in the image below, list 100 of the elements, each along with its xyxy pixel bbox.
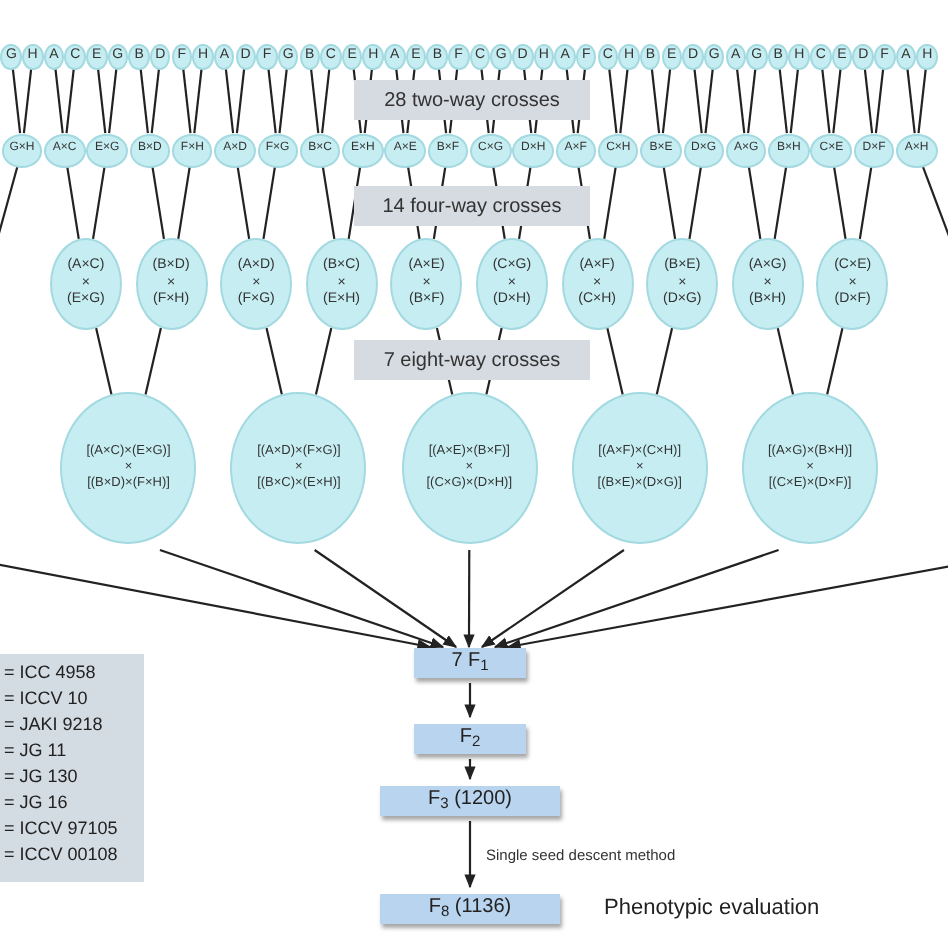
cross-circle — [44, 133, 86, 167]
connector-line — [314, 327, 333, 395]
legend-text: = ICCV 10 — [4, 686, 88, 712]
parent-circle — [362, 43, 384, 69]
parent-circle — [384, 43, 406, 69]
cross-circle — [427, 133, 469, 167]
connector-line — [96, 68, 107, 134]
parent-circle — [597, 43, 619, 69]
connector-line — [54, 68, 64, 134]
parent-circle — [916, 43, 938, 69]
legend-text: = ICCV 00108 — [4, 842, 118, 868]
parent-circle — [767, 43, 789, 69]
legend-panel — [0, 654, 144, 882]
arrow — [464, 759, 476, 781]
connector-line — [278, 68, 288, 134]
connector-line — [655, 327, 674, 395]
connector-line — [688, 166, 702, 240]
cross-oval — [135, 238, 208, 330]
generation-box — [380, 785, 560, 815]
cross-oval — [561, 238, 634, 330]
parent-circle — [64, 43, 86, 69]
cross-circle — [86, 133, 128, 167]
connector-line — [235, 68, 246, 134]
parent-circle — [192, 43, 214, 69]
connector-line — [265, 327, 283, 395]
arrow — [506, 564, 948, 651]
connector-line — [863, 68, 874, 134]
arrow — [464, 683, 476, 719]
node-label: F$_{8}$ (1136) — [428, 895, 512, 921]
parent-circle — [107, 43, 129, 69]
parent-circle — [171, 43, 193, 69]
parent-circle — [639, 43, 661, 69]
parent-circle — [852, 43, 874, 69]
parent-circle — [874, 43, 896, 69]
cross-circle — [725, 133, 767, 167]
connector-line — [65, 68, 75, 134]
cross-oval — [305, 238, 378, 330]
legend-text: = ICC 4958 — [4, 660, 96, 686]
connector-line — [832, 68, 842, 134]
cross-oval — [646, 238, 719, 330]
cross-oval — [49, 238, 122, 330]
generation-box — [414, 647, 526, 677]
legend-text: = JG 11 — [4, 738, 67, 764]
parent-circle — [725, 43, 747, 69]
cross-circle — [257, 133, 299, 167]
cross-circle — [299, 133, 341, 167]
parent-circle — [512, 43, 534, 69]
connector-line — [321, 68, 331, 134]
parent-circle — [128, 43, 150, 69]
connector-line — [66, 166, 80, 240]
connector-line — [789, 68, 800, 134]
arrow — [0, 562, 432, 651]
parent-circle — [810, 43, 832, 69]
cross-circle — [214, 133, 256, 167]
connector-line — [151, 166, 165, 240]
parent-circle — [299, 43, 321, 69]
connector-line — [321, 166, 336, 240]
arrow — [464, 821, 476, 889]
parent-circle — [405, 43, 427, 69]
connector-line — [704, 68, 714, 134]
cross-circle — [768, 133, 810, 167]
parent-circle — [895, 43, 917, 69]
node-label: 7 F$_{1}$ — [451, 649, 489, 675]
parent-circle — [746, 43, 768, 69]
connector-line — [144, 327, 162, 395]
arrow — [493, 548, 779, 649]
cross-oval — [816, 238, 889, 330]
connector-line — [177, 166, 191, 240]
connector-line — [778, 68, 788, 134]
connector-line — [747, 68, 757, 134]
connector-line — [262, 166, 276, 240]
connector-line — [906, 68, 916, 134]
cross-circle — [853, 133, 895, 167]
parent-circle — [22, 43, 44, 69]
cross-circle — [342, 133, 384, 167]
arrow — [480, 549, 625, 648]
cross-circle — [683, 133, 725, 167]
parent-circle — [682, 43, 704, 69]
parent-circle — [43, 43, 65, 69]
parent-circle — [533, 43, 555, 69]
cross-oval — [390, 238, 463, 330]
cross-circle — [171, 133, 213, 167]
connector-line — [11, 68, 22, 134]
parent-circle — [448, 43, 470, 69]
parent-circle — [831, 43, 853, 69]
cross-circle — [384, 133, 426, 167]
legend-text: = ICCV 97105 — [4, 816, 118, 842]
connector-line — [267, 68, 277, 134]
legend-text: = JG 16 — [4, 790, 68, 816]
cross-circle — [597, 133, 639, 167]
arrow — [159, 548, 445, 649]
connector-line — [92, 166, 106, 240]
cross-circle — [555, 133, 597, 167]
connector-line — [858, 166, 873, 240]
arrow — [463, 550, 475, 649]
parent-circle — [426, 43, 448, 69]
cross-circle — [470, 133, 512, 167]
parent-circle — [320, 43, 342, 69]
connector-line — [182, 68, 192, 134]
connector-line — [606, 327, 624, 395]
